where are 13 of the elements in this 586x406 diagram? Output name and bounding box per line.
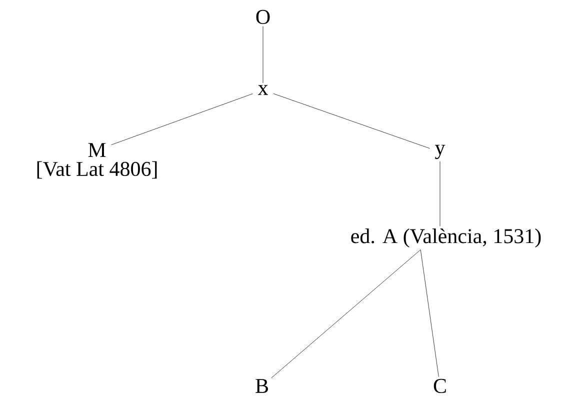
stemma-line — [271, 250, 421, 378]
node-label: ed. A (València, 1531) — [351, 228, 541, 248]
node-label: M — [88, 143, 106, 157]
node-label: [Vat Lat 4806] — [37, 161, 157, 179]
node-label: O — [256, 10, 270, 24]
node-label: B — [256, 379, 268, 393]
stemma-line — [420, 250, 439, 377]
node-label: y — [435, 144, 446, 160]
node-label: x — [258, 85, 268, 95]
stemma-line — [273, 93, 430, 149]
stemma-line — [262, 26, 264, 84]
stemma-line — [111, 94, 253, 146]
node-label: C — [434, 378, 446, 394]
